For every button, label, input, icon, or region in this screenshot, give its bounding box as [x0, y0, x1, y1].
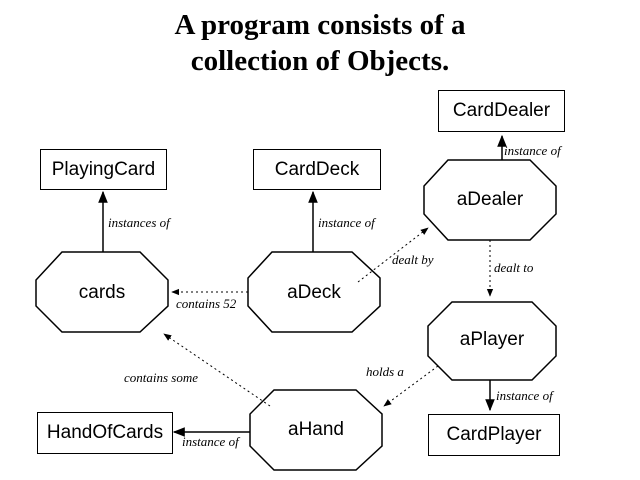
- a-deck-octagon: [247, 251, 381, 333]
- a-dealer-octagon: [423, 159, 557, 241]
- label-dealt-by: dealt by: [392, 252, 434, 267]
- label-contains-some: contains some: [124, 370, 199, 385]
- label-contains-52: contains 52: [176, 296, 237, 311]
- object-a-deck-label: aDeck: [287, 282, 341, 303]
- object-cards-label: cards: [78, 282, 126, 303]
- label-dealt-to: dealt to: [494, 260, 534, 275]
- title-line-1: A program consists of a: [174, 9, 466, 41]
- label-holds-a: holds a: [366, 364, 404, 379]
- title-line-2: collection of Objects.: [190, 45, 450, 77]
- a-hand-octagon: [249, 389, 383, 471]
- cards-octagon: [35, 251, 169, 333]
- arrow-holds-a: [383, 365, 439, 407]
- arrow-contains-some: [163, 333, 271, 407]
- class-playing-card: PlayingCard: [40, 149, 167, 190]
- class-card-dealer: CardDealer: [438, 90, 565, 132]
- class-card-deck: CardDeck: [253, 149, 381, 190]
- label-instance-of-deck: instance of: [318, 215, 375, 230]
- label-instance-of-dealer: instance of: [504, 143, 561, 158]
- class-hand-of-cards: HandOfCards: [37, 412, 173, 454]
- object-a-player-label: aPlayer: [459, 329, 525, 350]
- label-instances-of-card: instances of: [108, 215, 170, 230]
- object-a-hand-label: aHand: [288, 419, 344, 440]
- label-instance-of-hand: instance of: [182, 434, 239, 449]
- a-player-octagon: [427, 301, 557, 381]
- label-instance-of-player: instance of: [496, 388, 553, 403]
- object-a-dealer-label: aDealer: [456, 189, 524, 210]
- class-card-player: CardPlayer: [428, 414, 560, 456]
